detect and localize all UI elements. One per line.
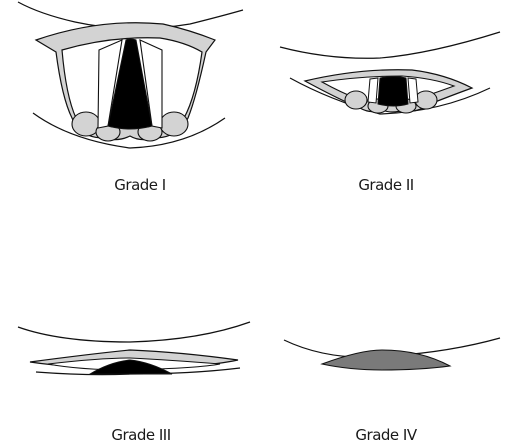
grade-2-glottic-opening <box>378 77 408 107</box>
grade-4-label: Grade IV <box>306 426 466 444</box>
grade-1-right-arytenoid <box>160 112 188 136</box>
grade-2-right-vocal-cord <box>408 78 418 103</box>
grade-2-figure <box>280 32 500 114</box>
grade-1-label: Grade I <box>60 176 220 194</box>
grade-1-figure <box>18 2 243 148</box>
grade-3-figure <box>18 322 250 375</box>
grade-4-soft-palate <box>322 350 450 370</box>
grade-3-label: Grade III <box>61 426 221 444</box>
grade-3-upper-line <box>18 322 250 342</box>
grade-4-figure <box>284 338 500 370</box>
grade-2-upper-line <box>280 32 500 58</box>
grade-2-label: Grade II <box>306 176 466 194</box>
grade-2-left-vocal-cord <box>368 78 378 103</box>
grade-2-left-arytenoid <box>345 91 367 109</box>
